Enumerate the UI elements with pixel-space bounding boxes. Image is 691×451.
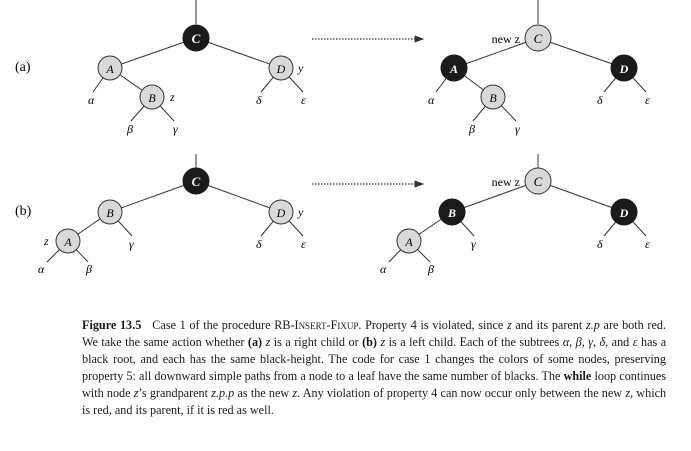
label-y: y	[297, 205, 304, 219]
svg-text:C: C	[534, 31, 543, 46]
subtree-gamma: γ	[173, 122, 178, 136]
keyword-while: while	[563, 369, 592, 383]
svg-text:D: D	[619, 62, 629, 76]
node-a-black: A	[440, 54, 468, 82]
row-a-before-tree: C A B z D y α β γ δ ε	[88, 0, 306, 136]
svg-text:A: A	[63, 235, 72, 249]
svg-text:A: A	[105, 62, 114, 76]
figure-label: Figure 13.5	[82, 318, 142, 332]
procedure-name: RB-Insert-Fixup	[274, 318, 359, 332]
subtree-epsilon: ε	[301, 237, 306, 251]
row-b-after-tree: C new z B A D α β γ δ ε	[380, 154, 650, 276]
label-new-z: new z	[492, 175, 520, 189]
subtree-epsilon: ε	[645, 237, 650, 251]
subtree-epsilon: ε	[645, 93, 650, 107]
subtree-delta: δ	[597, 93, 603, 107]
node-c-black: C	[182, 167, 210, 195]
svg-text:B: B	[447, 206, 456, 220]
subtree-beta: β	[126, 122, 133, 136]
node-c-red: C	[524, 24, 552, 52]
svg-text:A: A	[449, 62, 458, 76]
subtree-gamma: γ	[471, 237, 476, 251]
subtree-delta: δ	[256, 93, 262, 107]
figure-caption: Figure 13.5 Case 1 of the procedure RB-I…	[82, 318, 667, 417]
row-b-before-tree: C B A z D y α β γ δ ε	[38, 154, 306, 276]
node-d-red: D	[268, 55, 294, 81]
subtree-epsilon: ε	[301, 93, 306, 107]
subtree-beta: β	[427, 262, 434, 276]
subtree-alpha: α	[38, 262, 45, 276]
subtree-alpha: α	[380, 262, 387, 276]
node-c-red: C	[524, 167, 552, 195]
subtree-gamma: γ	[129, 237, 134, 251]
svg-text:B: B	[489, 91, 497, 105]
svg-text:C: C	[534, 174, 543, 189]
svg-text:C: C	[192, 31, 201, 46]
svg-text:D: D	[619, 206, 629, 220]
node-a-red: A	[396, 228, 422, 254]
svg-text:D: D	[276, 206, 286, 220]
subtree-beta: β	[85, 262, 92, 276]
svg-text:C: C	[192, 174, 201, 189]
row-b-label: (b)	[15, 204, 32, 219]
label-z: z	[169, 90, 175, 104]
node-b-black: B	[438, 198, 466, 226]
subtree-delta: δ	[256, 237, 262, 251]
subtree-alpha: α	[88, 93, 95, 107]
node-b-red: B	[97, 199, 123, 225]
row-a-label: (a)	[15, 60, 31, 75]
subtree-gamma: γ	[515, 122, 520, 136]
svg-text:D: D	[276, 62, 286, 76]
svg-text:B: B	[148, 91, 156, 105]
svg-text:A: A	[404, 235, 413, 249]
node-a-red: A	[97, 55, 123, 81]
node-a-red: A	[55, 228, 81, 254]
node-c-black: C	[182, 24, 210, 52]
node-d-black: D	[610, 198, 638, 226]
label-new-z: new z	[492, 32, 520, 46]
node-d-red: D	[268, 199, 294, 225]
label-y: y	[297, 61, 304, 75]
label-z: z	[43, 234, 49, 248]
row-a-after-tree: C new z A B D α β γ δ ε	[428, 0, 650, 136]
subtree-beta: β	[468, 122, 475, 136]
node-d-black: D	[610, 54, 638, 82]
svg-text:B: B	[106, 206, 114, 220]
node-b-red: B	[139, 84, 165, 110]
node-b-red: B	[480, 84, 506, 110]
subtree-delta: δ	[597, 237, 603, 251]
figure-diagram: (a) C A B z D y α β γ	[15, 0, 650, 276]
subtree-alpha: α	[428, 93, 435, 107]
